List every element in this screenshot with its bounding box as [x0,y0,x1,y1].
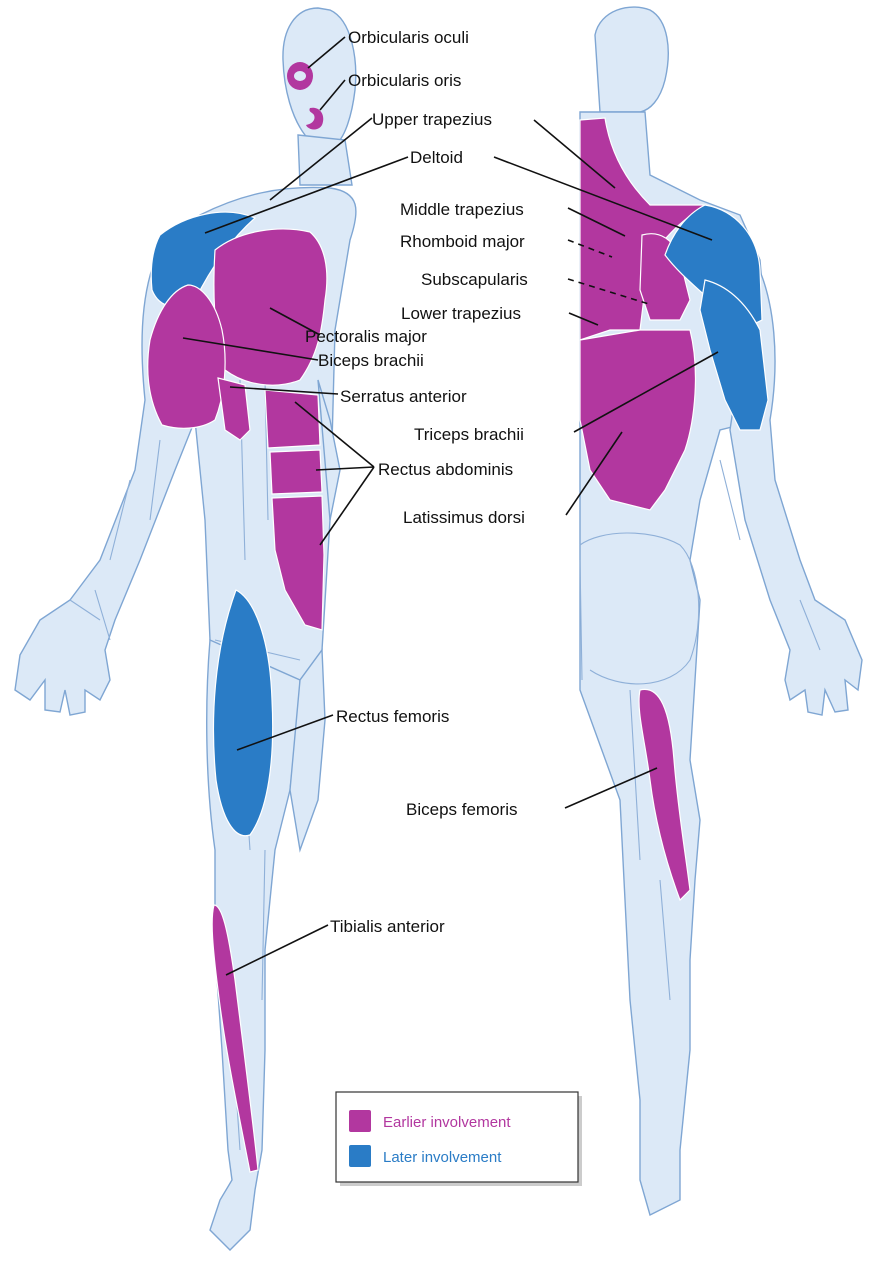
legend-label-earlier: Earlier involvement [383,1114,511,1131]
label-biceps-brachii: Biceps brachii [318,351,424,370]
label-deltoid: Deltoid [410,148,463,167]
front-rectus-seg1 [265,390,320,448]
back-figure [580,7,862,1215]
label-upper-trapezius: Upper trapezius [372,110,492,129]
label-rhomboid-major: Rhomboid major [400,232,525,251]
label-pectoralis-major: Pectoralis major [305,327,427,346]
front-pectoralis [214,229,327,385]
legend-swatch-earlier [349,1110,371,1132]
label-triceps-brachii: Triceps brachii [414,425,524,444]
label-biceps-femoris: Biceps femoris [406,800,517,819]
legend: Earlier involvement Later involvement [336,1092,582,1186]
label-rectus-abdominis: Rectus abdominis [378,460,513,479]
label-lower-trapezius: Lower trapezius [401,304,521,323]
label-subscapularis: Subscapularis [421,270,528,289]
legend-swatch-later [349,1145,371,1167]
label-middle-trapezius: Middle trapezius [400,200,524,219]
label-latissimus-dorsi: Latissimus dorsi [403,508,525,527]
label-serratus-anterior: Serratus anterior [340,387,467,406]
label-tibialis-anterior: Tibialis anterior [330,917,445,936]
label-rectus-femoris: Rectus femoris [336,707,449,726]
label-orbicularis-oris: Orbicularis oris [348,71,461,90]
label-orbicularis-oculi: Orbicularis oculi [348,28,469,47]
front-figure [15,8,356,1250]
legend-label-later: Later involvement [383,1149,502,1166]
front-rectus-seg2 [270,450,322,494]
